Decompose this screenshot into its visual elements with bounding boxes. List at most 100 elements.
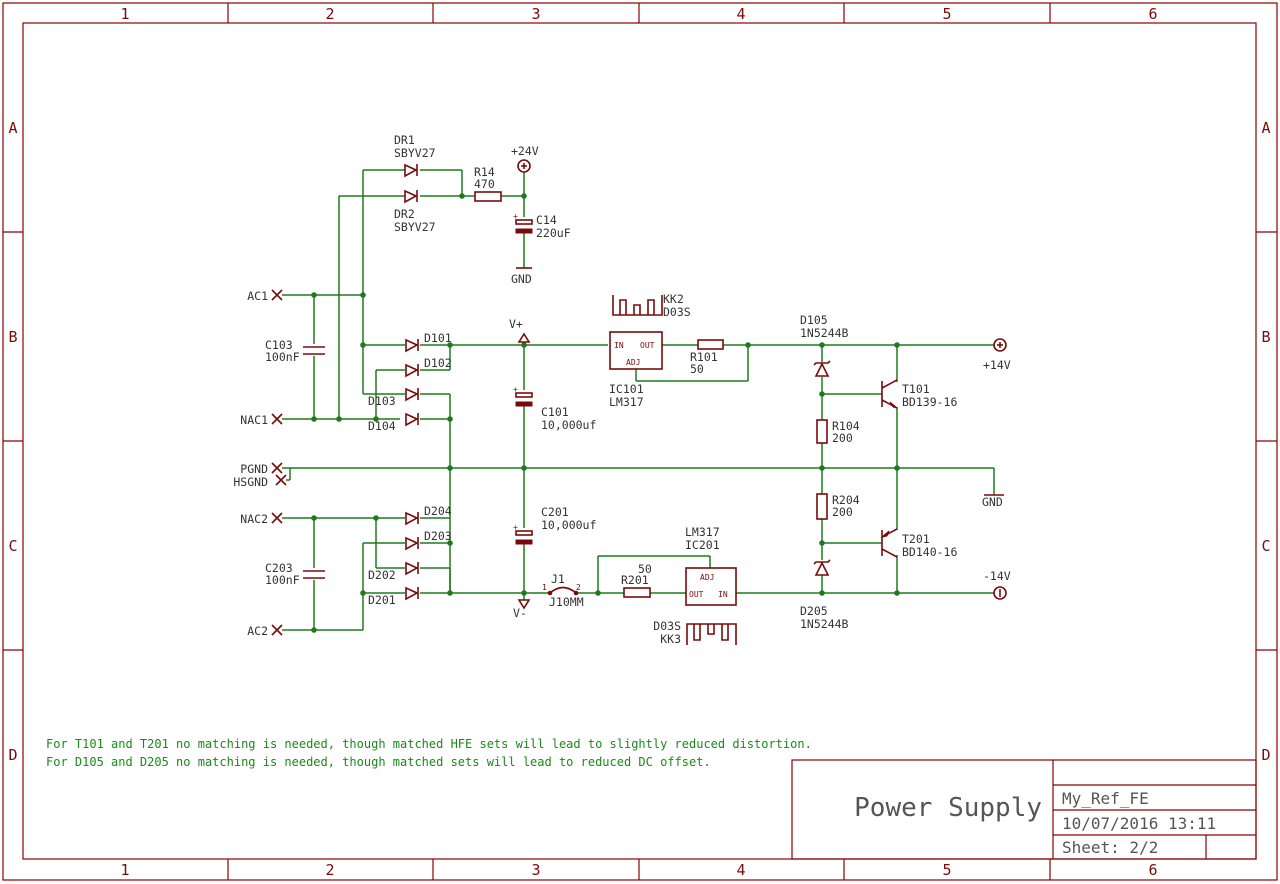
diode-d201: D201 <box>368 586 419 607</box>
row-label: A <box>8 119 17 137</box>
svg-text:2: 2 <box>576 583 581 592</box>
svg-text:D03S: D03S <box>653 619 681 633</box>
svg-text:C201: C201 <box>541 505 569 519</box>
sheet-date: 10/07/2016 13:11 <box>1062 814 1216 833</box>
svg-text:C203: C203 <box>265 561 293 575</box>
sheet-title: Power Supply <box>854 793 1042 823</box>
connector-label: AC1 <box>247 289 268 303</box>
diode-d101: D101 <box>405 331 452 353</box>
svg-text:BD139-16: BD139-16 <box>902 395 957 409</box>
row-label: B <box>8 328 17 346</box>
svg-text:OUT: OUT <box>689 590 704 599</box>
connector-ac1: AC1 <box>247 289 283 303</box>
svg-text:+: + <box>513 523 518 532</box>
column-label: 4 <box>736 5 745 23</box>
diode-d203: D203 <box>405 529 452 551</box>
transistor-t101: T101 BD139-16 <box>881 379 957 409</box>
svg-text:-14V: -14V <box>983 569 1011 583</box>
svg-text:+14V: +14V <box>983 358 1011 372</box>
svg-text:D101: D101 <box>424 331 452 345</box>
supply-vminus: V- <box>513 599 531 620</box>
svg-text:IN: IN <box>614 341 624 350</box>
column-label: 5 <box>942 5 951 23</box>
connector-label: PGND <box>240 462 268 476</box>
capacitor-c203: C203 100nF <box>265 561 325 587</box>
svg-text:SBYV27: SBYV27 <box>394 220 436 234</box>
svg-text:D105: D105 <box>800 313 828 327</box>
svg-text:ADJ: ADJ <box>626 358 640 367</box>
column-labels-bottom: 1 2 3 4 5 6 <box>120 861 1157 879</box>
capacitor-c103: C103 100nF <box>265 338 325 364</box>
column-label: 2 <box>325 5 334 23</box>
svg-text:1N5244B: 1N5244B <box>800 617 849 631</box>
row-labels-right: A B C D <box>1261 119 1270 764</box>
svg-text:D204: D204 <box>424 504 452 518</box>
diode-dr2: DR2 SBYV27 <box>394 189 436 234</box>
supply-minus14v: -14V <box>983 569 1011 600</box>
title-block: Power Supply My_Ref_FE 10/07/2016 13:11 … <box>791 759 1257 860</box>
svg-text:T201: T201 <box>902 532 930 546</box>
svg-text:IC101: IC101 <box>609 382 644 396</box>
row-label: C <box>1261 537 1270 555</box>
connector-pgnd: PGND <box>240 462 283 476</box>
svg-text:100nF: 100nF <box>265 573 300 587</box>
column-label: 6 <box>1148 861 1157 879</box>
diode-d202: D202 <box>368 561 419 582</box>
svg-text:KK3: KK3 <box>660 632 681 646</box>
svg-text:D202: D202 <box>368 568 396 582</box>
svg-text:D201: D201 <box>368 593 396 607</box>
capacitor-c101: + C101 10,000uf <box>513 385 596 432</box>
svg-text:10,000uf: 10,000uf <box>541 418 596 432</box>
connector-label: HSGND <box>233 475 268 489</box>
svg-text:D205: D205 <box>800 604 828 618</box>
diode-d204: D204 <box>405 504 452 526</box>
svg-text:+24V: +24V <box>511 144 539 158</box>
column-label: 3 <box>531 861 540 879</box>
project-name: My_Ref_FE <box>1062 789 1149 808</box>
resistor-r201: 50 R201 <box>621 562 652 598</box>
svg-text:200: 200 <box>832 505 853 519</box>
svg-text:1N5244B: 1N5244B <box>800 326 849 340</box>
regulator-ic101: IN OUT ADJ IC101 LM317 <box>609 331 663 409</box>
svg-text:C101: C101 <box>541 405 569 419</box>
row-label: D <box>1261 746 1270 764</box>
resistor-r14: R14 470 <box>474 165 502 202</box>
svg-text:KK2: KK2 <box>663 292 684 306</box>
svg-text:100nF: 100nF <box>265 350 300 364</box>
column-label: 1 <box>120 861 129 879</box>
regulator-ic201: ADJ OUT IN LM317 IC201 <box>685 525 737 606</box>
resistor-r101: R101 50 <box>690 339 724 376</box>
svg-text:10,000uf: 10,000uf <box>541 518 596 532</box>
svg-text:GND: GND <box>982 495 1003 509</box>
svg-text:R14: R14 <box>474 165 495 179</box>
resistor-r204: R204 200 <box>816 493 860 520</box>
svg-text:1: 1 <box>542 583 547 592</box>
svg-text:R104: R104 <box>832 419 860 433</box>
transistor-t201: T201 BD140-16 <box>880 528 957 559</box>
svg-text:50: 50 <box>638 562 652 576</box>
svg-text:D203: D203 <box>424 529 452 543</box>
diode-d103: D103 <box>368 387 419 408</box>
svg-text:C14: C14 <box>536 213 557 227</box>
row-label: C <box>8 537 17 555</box>
connector-label: NAC2 <box>240 512 268 526</box>
resistor-r104: R104 200 <box>816 419 860 445</box>
svg-text:D104: D104 <box>368 419 396 433</box>
sheet-number: Sheet: 2/2 <box>1062 838 1158 857</box>
svg-text:J1: J1 <box>551 572 565 586</box>
svg-text:GND: GND <box>511 272 532 286</box>
svg-text:LM317: LM317 <box>685 525 720 539</box>
diode-d102: D102 <box>405 356 452 378</box>
row-label: A <box>1261 119 1270 137</box>
row-label: B <box>1261 328 1270 346</box>
svg-text:IC201: IC201 <box>685 538 720 552</box>
supply-vplus: V+ <box>509 317 531 343</box>
svg-text:D102: D102 <box>424 356 452 370</box>
column-label: 1 <box>120 5 129 23</box>
svg-text:ADJ: ADJ <box>700 573 714 582</box>
connector-nac1: NAC1 <box>240 413 283 427</box>
zener-d205: D205 1N5244B <box>800 559 849 631</box>
connector-nac2: NAC2 <box>240 512 283 526</box>
